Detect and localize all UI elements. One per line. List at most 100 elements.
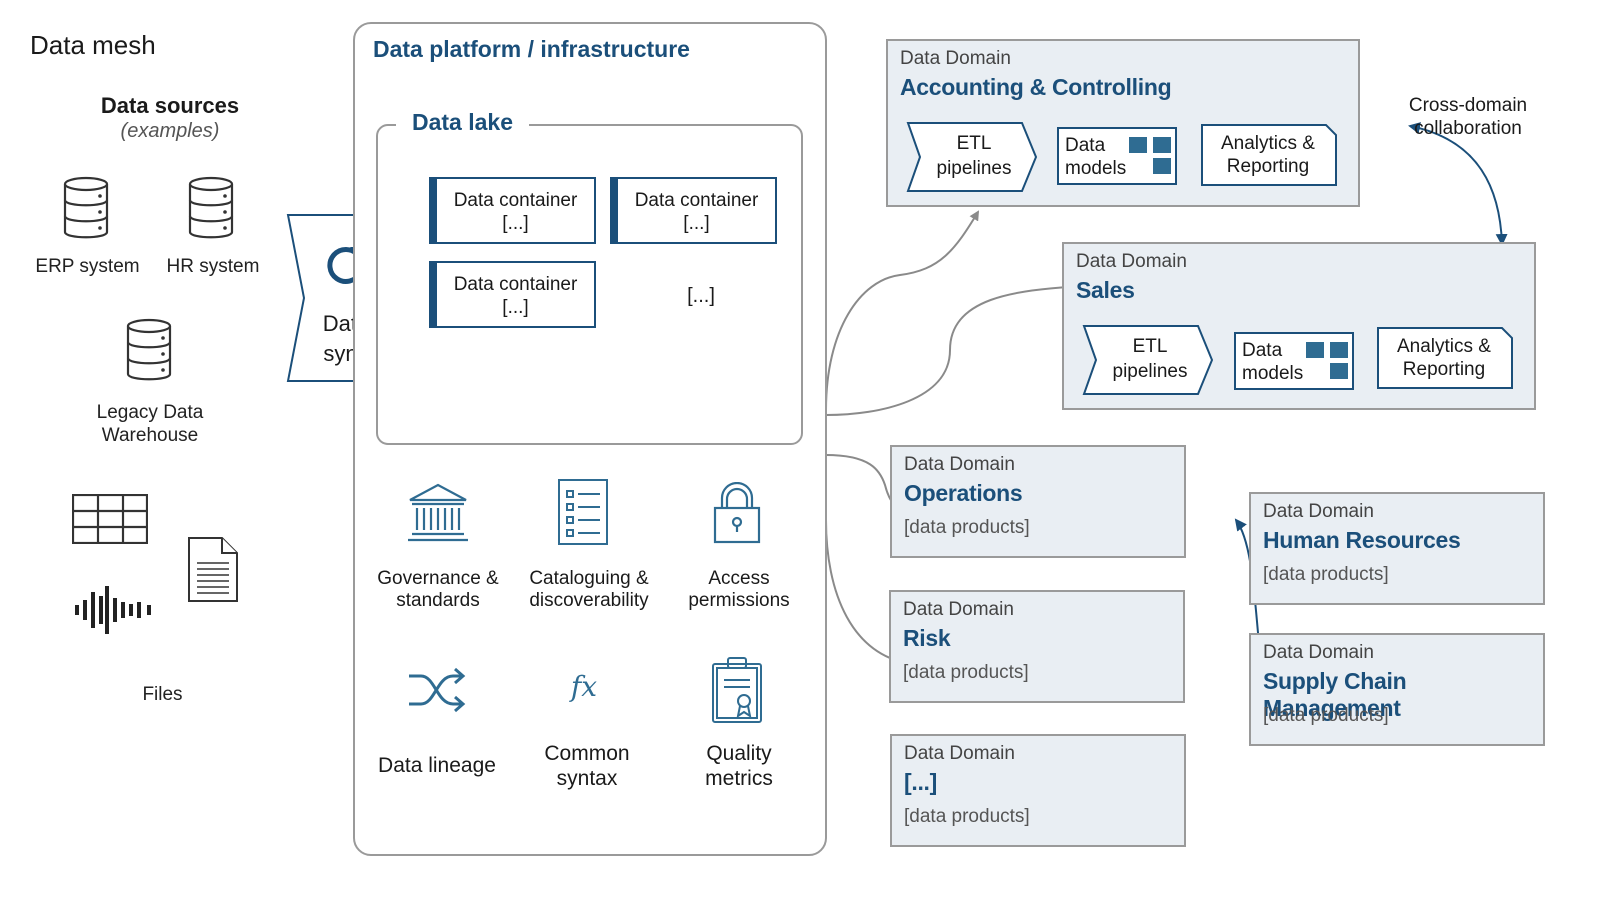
domain-name: Risk	[903, 625, 951, 651]
domain-more: Data Domain [...] [data products]	[890, 734, 1186, 847]
feature-syntax: Common syntax	[520, 741, 654, 791]
analytics-line2: Reporting	[1226, 156, 1310, 177]
arrow-to-sales	[825, 281, 1097, 416]
checklist-icon	[558, 479, 608, 545]
domain-name: Human Resources	[1263, 527, 1461, 553]
domain-kind-label: Data Domain	[903, 599, 1014, 620]
models-line1: Data	[1065, 135, 1106, 156]
domain-products: [data products]	[1263, 705, 1389, 726]
source-label-hr: HR system	[166, 256, 260, 277]
data-lake-title: Data lake	[396, 109, 530, 136]
model-square	[1330, 363, 1348, 379]
padlock-icon	[713, 482, 761, 544]
feature-quality: Quality metrics	[672, 741, 806, 791]
data-models-box: Data models	[1234, 332, 1354, 390]
feature-line1: Access	[708, 568, 770, 589]
feature-lineage: Data lineage	[363, 753, 511, 778]
analytics-label: Analytics & Reporting	[1202, 132, 1334, 178]
domain-kind-label: Data Domain	[904, 743, 1015, 764]
etl-pipelines-shape	[1082, 325, 1214, 395]
models-label: Data models	[1065, 134, 1126, 180]
feature-line2: metrics	[705, 767, 773, 790]
domain-name: Sales	[1076, 277, 1135, 303]
feature-line1: Cataloguing &	[529, 568, 649, 589]
audio-waveform-icon	[74, 585, 154, 635]
container-line1: Data container	[453, 274, 578, 295]
domain-accounting: Data Domain Accounting & Controlling ETL…	[886, 39, 1360, 207]
etl-line2: pipelines	[936, 158, 1012, 179]
domain-sales: Data Domain Sales ETL pipelines Data mod…	[1062, 242, 1536, 410]
database-icon	[125, 318, 173, 382]
database-icon	[187, 176, 235, 240]
domain-products: [data products]	[903, 662, 1029, 683]
container-line1: Data container	[634, 190, 759, 211]
database-icon	[62, 176, 110, 240]
domain-kind-label: Data Domain	[900, 48, 1011, 69]
container-line1: Data container	[453, 190, 578, 211]
feature-line1: Quality	[706, 742, 772, 765]
table-icon	[71, 493, 149, 545]
analytics-line1: Analytics &	[1221, 133, 1315, 154]
shuffle-arrows-icon	[409, 667, 466, 713]
domain-name: Operations	[904, 480, 1023, 506]
data-container: Data container [...]	[429, 261, 596, 328]
source-label-erp: ERP system	[35, 256, 140, 277]
analytics-shape	[1201, 124, 1337, 186]
analytics-label: Analytics & Reporting	[1378, 335, 1510, 381]
data-container: Data container [...]	[429, 177, 596, 244]
page-title: Data mesh	[30, 30, 156, 60]
collab-arrow-accounting-sales	[1408, 122, 1508, 246]
etl-line1: ETL	[956, 133, 992, 154]
collaboration-label: Cross-domain collaboration	[1395, 94, 1541, 140]
container-line2: [...]	[683, 213, 710, 234]
more-containers: [...]	[687, 285, 715, 307]
source-label-legacy: Legacy Data Warehouse	[70, 401, 230, 447]
model-square	[1153, 158, 1171, 174]
models-label: Data models	[1242, 339, 1303, 385]
sources-subtitle: (examples)	[120, 120, 220, 142]
feature-line1: Common	[544, 742, 630, 765]
sources-title: Data sources	[100, 93, 240, 118]
data-container: Data container [...]	[610, 177, 777, 244]
arrow-to-accounting	[825, 210, 980, 411]
model-square	[1306, 342, 1324, 358]
etl-label: ETL pipelines	[918, 131, 1030, 181]
feature-line2: permissions	[688, 590, 790, 611]
domain-kind-label: Data Domain	[1263, 501, 1374, 522]
model-square	[1330, 342, 1348, 358]
container-line2: [...]	[502, 297, 529, 318]
domain-name: [...]	[904, 769, 937, 795]
collab-line1: Cross-domain	[1408, 95, 1528, 116]
legacy-line1: Legacy Data	[96, 402, 204, 423]
feature-access: Access permissions	[670, 568, 808, 612]
feature-line1: Data lineage	[378, 754, 496, 777]
document-icon	[188, 537, 238, 602]
domain-name: Accounting & Controlling	[900, 74, 1172, 100]
domain-kind-label: Data Domain	[1263, 642, 1374, 663]
etl-label: ETL pipelines	[1094, 334, 1206, 384]
analytics-line2: Reporting	[1402, 359, 1486, 380]
domain-operations: Data Domain Operations [data products]	[890, 445, 1186, 558]
feature-line2: standards	[396, 590, 480, 611]
feature-line2: syntax	[556, 767, 618, 790]
domain-kind-label: Data Domain	[1076, 251, 1187, 272]
bank-building-icon	[408, 483, 468, 542]
feature-line1: Governance &	[377, 568, 499, 589]
domain-risk: Data Domain Risk [data products]	[889, 590, 1185, 703]
models-line1: Data	[1242, 340, 1283, 361]
certificate-clipboard-icon	[712, 657, 762, 723]
container-line2: [...]	[502, 213, 529, 234]
feature-line2: discoverability	[529, 590, 649, 611]
analytics-line1: Analytics &	[1397, 336, 1491, 357]
domain-kind-label: Data Domain	[904, 454, 1015, 475]
source-label-files: Files	[142, 684, 183, 705]
models-line2: models	[1065, 158, 1127, 179]
collab-line2: collaboration	[1414, 118, 1522, 139]
domain-products: [data products]	[1263, 564, 1389, 585]
domain-human-resources: Data Domain Human Resources [data produc…	[1249, 492, 1545, 605]
function-fx-icon: fx	[570, 670, 598, 703]
domain-products: [data products]	[904, 517, 1030, 538]
model-square	[1153, 137, 1171, 153]
domain-supply-chain: Data Domain Supply Chain Management [dat…	[1249, 633, 1545, 746]
model-square	[1129, 137, 1147, 153]
